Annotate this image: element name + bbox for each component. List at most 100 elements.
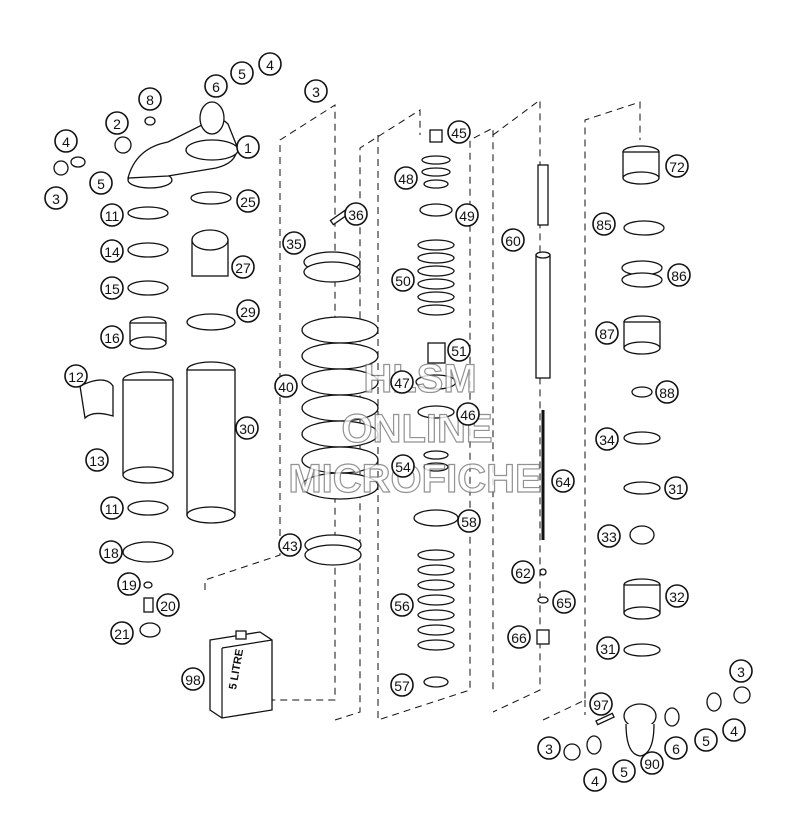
callout-14: 14	[100, 239, 124, 263]
callout-circle	[85, 448, 109, 472]
oil-can: 5 LITRE	[209, 630, 273, 719]
callout-number: 21	[114, 626, 130, 642]
callout-number: 34	[599, 432, 615, 448]
spring-parts	[301, 209, 379, 566]
callout-circle	[551, 469, 575, 493]
callout-number: 25	[240, 194, 256, 210]
callout-number: 49	[459, 208, 475, 224]
callout-circle	[394, 166, 418, 190]
callout-number: 86	[671, 268, 687, 284]
callout-31: 31	[664, 476, 688, 500]
callout-8: 8	[138, 87, 162, 111]
callout-57: 57	[390, 673, 414, 697]
callout-circle	[100, 496, 124, 520]
callout-number: 51	[451, 343, 467, 359]
callout-circle	[236, 135, 260, 159]
callout-4: 4	[583, 768, 607, 792]
right-column-parts	[563, 145, 751, 761]
callout-3: 3	[729, 659, 753, 683]
callout-62: 62	[511, 560, 535, 584]
callout-36: 36	[344, 202, 368, 226]
callout-5: 5	[230, 61, 254, 85]
callout-number: 31	[668, 481, 684, 497]
callout-11: 11	[100, 203, 124, 227]
callout-18: 18	[99, 540, 123, 564]
callout-25: 25	[236, 189, 260, 213]
callout-number: 47	[394, 375, 410, 391]
callout-3: 3	[44, 186, 68, 210]
callout-number: 13	[89, 453, 105, 469]
callout-circle	[456, 402, 480, 426]
callout-circle	[537, 736, 561, 760]
callout-number: 3	[545, 741, 553, 757]
callout-6: 6	[664, 736, 688, 760]
callout-circle	[667, 263, 691, 287]
callout-circle	[230, 61, 254, 85]
callout-circle	[722, 718, 746, 742]
callout-circle	[278, 533, 302, 557]
callout-66: 66	[507, 625, 531, 649]
callout-circle	[258, 52, 282, 76]
callout-4: 4	[54, 129, 78, 153]
callout-number: 3	[737, 664, 745, 680]
callout-number: 54	[395, 459, 411, 475]
callout-29: 29	[236, 299, 260, 323]
callout-number: 4	[266, 57, 274, 73]
callout-circle	[592, 212, 616, 236]
callout-58: 58	[457, 509, 481, 533]
callout-number: 5	[702, 733, 710, 749]
callout-46: 46	[456, 402, 480, 426]
callout-31: 31	[596, 636, 620, 660]
callout-circle	[589, 692, 613, 716]
callout-number: 65	[556, 595, 572, 611]
callout-4: 4	[722, 718, 746, 742]
callout-circle	[596, 636, 620, 660]
shaft-parts	[535, 164, 551, 645]
callout-circle	[664, 476, 688, 500]
callout-15: 15	[100, 276, 124, 300]
callout-circle	[597, 524, 621, 548]
callout-circle	[447, 120, 471, 144]
callout-number: 16	[104, 330, 120, 346]
callout-circle	[583, 768, 607, 792]
callout-circle	[344, 202, 368, 226]
callout-number: 62	[515, 565, 531, 581]
callout-number: 57	[394, 678, 410, 694]
callout-86: 86	[667, 263, 691, 287]
callout-5: 5	[612, 759, 636, 783]
callout-number: 5	[238, 66, 246, 82]
callout-circle	[595, 427, 619, 451]
callout-circle	[455, 203, 479, 227]
callout-circle	[44, 186, 68, 210]
callout-circle	[391, 268, 415, 292]
callout-circle	[181, 667, 205, 691]
callout-number: 98	[185, 672, 201, 688]
callout-circle	[235, 416, 259, 440]
callout-5: 5	[89, 171, 113, 195]
callout-number: 43	[282, 538, 298, 554]
callout-number: 66	[511, 630, 527, 646]
callout-33: 33	[597, 524, 621, 548]
callout-number: 33	[601, 529, 617, 545]
callout-32: 32	[665, 584, 689, 608]
watermark-line-3: MICROFICHE	[288, 457, 541, 501]
callout-number: 12	[68, 369, 84, 385]
callout-number: 27	[235, 260, 251, 276]
callout-number: 32	[669, 589, 685, 605]
callout-97: 97	[589, 692, 613, 716]
callout-20: 20	[156, 593, 180, 617]
callout-number: 36	[348, 207, 364, 223]
callout-circle	[665, 154, 689, 178]
callout-40: 40	[274, 374, 298, 398]
callout-circle	[457, 509, 481, 533]
callout-circle	[100, 325, 124, 349]
callout-circle	[612, 759, 636, 783]
callout-circle	[204, 74, 228, 98]
callout-85: 85	[592, 212, 616, 236]
callout-number: 87	[599, 326, 615, 342]
callout-number: 3	[52, 191, 60, 207]
callout-number: 46	[460, 407, 476, 423]
callout-number: 64	[555, 474, 571, 490]
callout-number: 4	[591, 773, 599, 789]
